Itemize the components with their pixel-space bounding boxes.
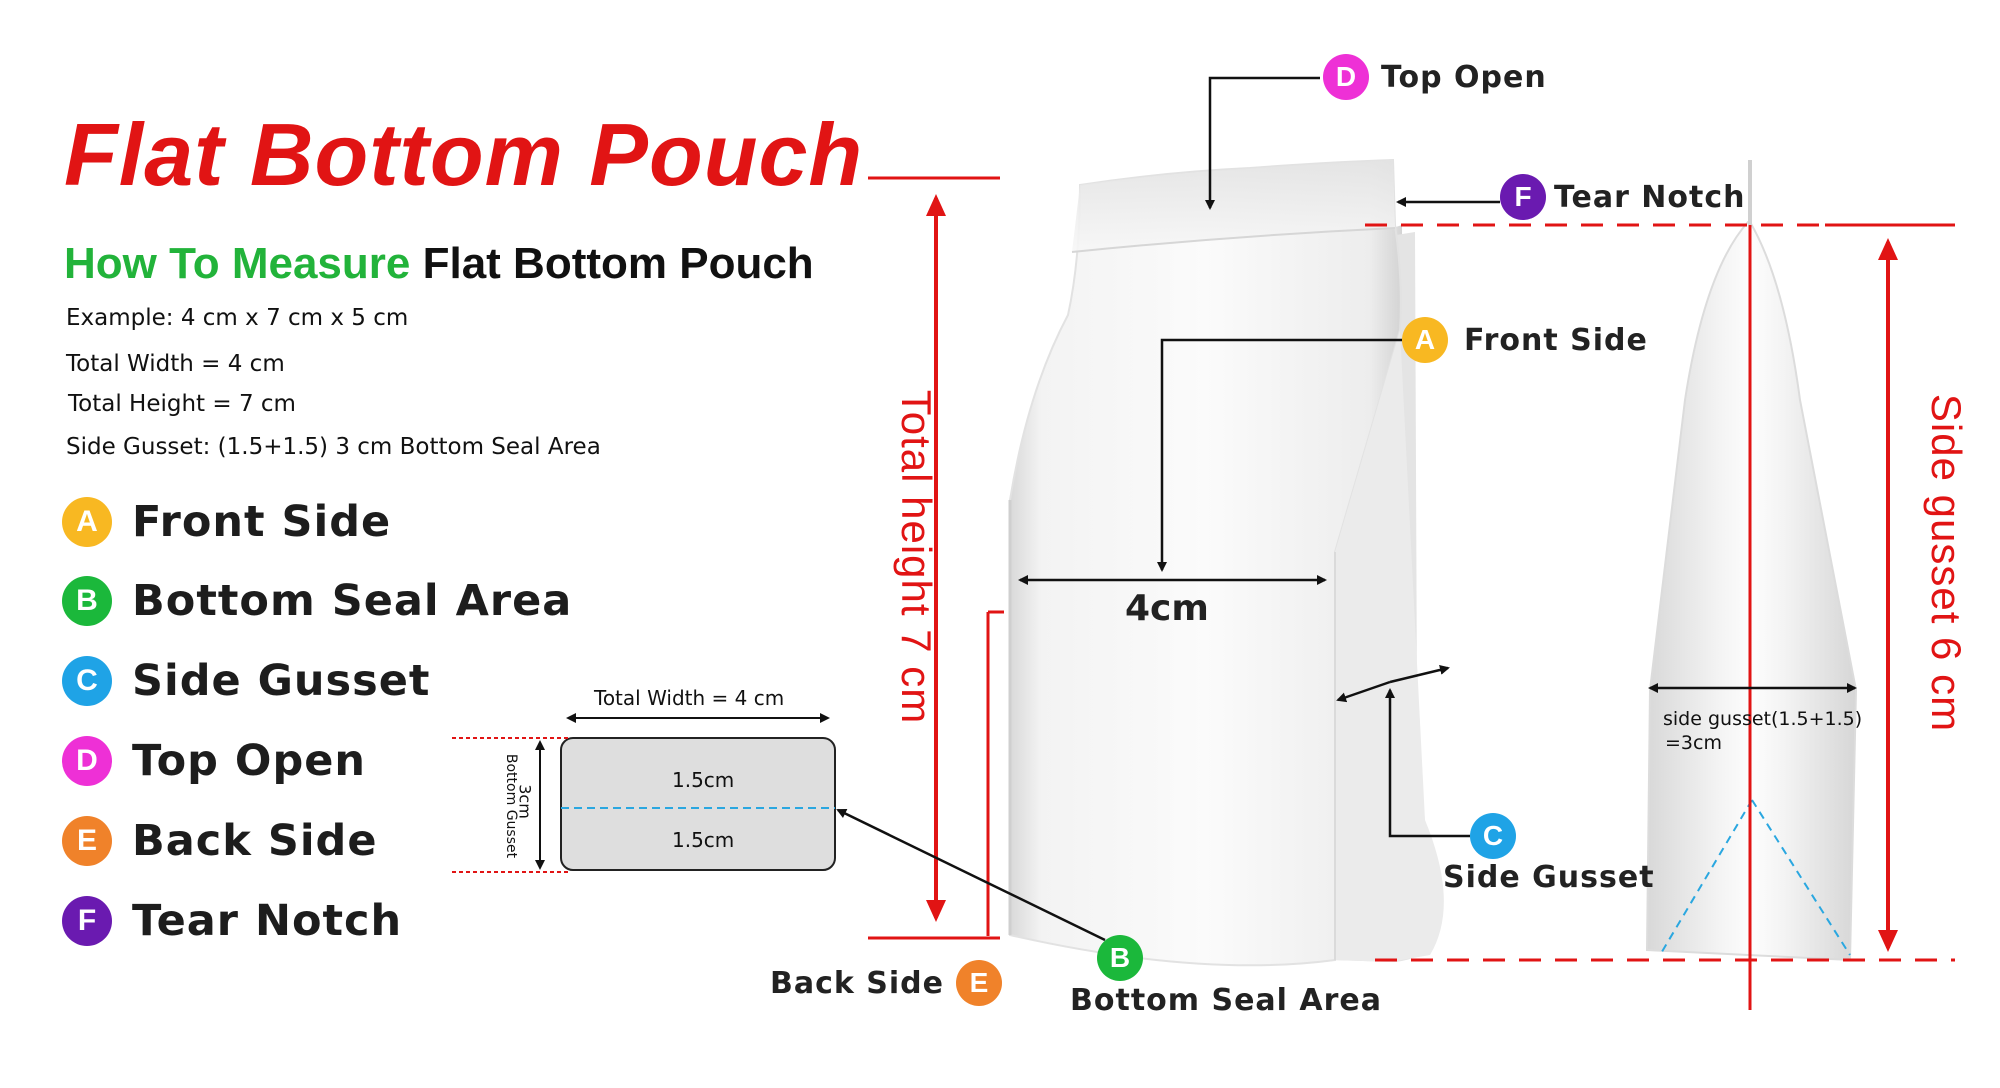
example-dimensions: Example: 4 cm x 7 cm x 5 cm <box>66 305 409 331</box>
legend-item-front-side: A Front Side <box>62 494 391 550</box>
callout-top-open: D Top Open <box>1323 54 1547 100</box>
legend-badge-b: B <box>62 576 112 626</box>
example-side-gusset: Side Gusset: (1.5+1.5) 3 cm Bottom Seal … <box>66 434 601 460</box>
callout-tear-notch: F Tear Notch <box>1500 174 1746 220</box>
example-total-width: Total Width = 4 cm <box>66 351 285 377</box>
main-pouch <box>1008 158 1444 967</box>
callout-label-bottom-seal: Bottom Seal Area <box>1070 983 1383 1018</box>
callout-label-side-gusset: Side Gusset <box>1443 860 1655 895</box>
leader-lines <box>836 76 1857 942</box>
callout-badge-d: D <box>1323 54 1369 100</box>
callout-back-side: Back Side E <box>770 960 1002 1006</box>
callout-bottom-seal-badge-wrap: B <box>1097 935 1143 981</box>
callout-badge-c: C <box>1470 813 1516 859</box>
legend-badge-f: F <box>62 896 112 946</box>
small-total-width-label: Total Width = 4 cm <box>594 686 785 710</box>
legend-label-back-side: Back Side <box>132 816 378 866</box>
width-measurement-label: 4cm <box>1125 588 1209 629</box>
bottom-gusset-diagram <box>452 713 836 873</box>
total-height-label: Total height 7 cm <box>893 389 940 725</box>
legend-badge-c: C <box>62 656 112 706</box>
subtitle-highlight: How To Measure <box>64 239 411 288</box>
legend-badge-d: D <box>62 736 112 786</box>
example-total-height: Total Height = 7 cm <box>68 391 296 417</box>
callout-label-top-open: Top Open <box>1381 59 1547 95</box>
subtitle: How To Measure Flat Bottom Pouch <box>64 238 814 290</box>
legend-badge-a: A <box>62 497 112 547</box>
callout-badge-e: E <box>956 960 1002 1006</box>
legend-label-side-gusset: Side Gusset <box>132 656 431 706</box>
side-gusset-width-line2: =3cm <box>1665 732 1722 754</box>
callout-label-front-side: Front Side <box>1464 322 1648 358</box>
callout-label-back-side: Back Side <box>770 965 944 1001</box>
callout-label-tear-notch: Tear Notch <box>1554 179 1746 215</box>
side-gusset-height-label: Side gusset 6 cm <box>1923 393 1970 733</box>
legend-item-side-gusset: C Side Gusset <box>62 653 430 709</box>
legend-badge-e: E <box>62 816 112 866</box>
legend-item-top-open: D Top Open <box>62 733 366 789</box>
small-side-label: Bottom Gusset <box>503 753 519 859</box>
subtitle-rest: Flat Bottom Pouch <box>422 239 814 288</box>
main-title: Flat Bottom Pouch <box>64 105 864 204</box>
legend-item-back-side: E Back Side <box>62 813 378 869</box>
legend-item-bottom-seal-area: B Bottom Seal Area <box>62 573 572 629</box>
small-lower-label: 1.5cm <box>672 828 735 852</box>
callout-badge-a: A <box>1402 317 1448 363</box>
legend-label-tear-notch: Tear Notch <box>132 896 403 946</box>
side-gusset-width-line1: side gusset(1.5+1.5) <box>1663 708 1863 730</box>
legend-label-top-open: Top Open <box>132 736 367 786</box>
legend-item-tear-notch: F Tear Notch <box>62 893 402 949</box>
callout-side-gusset-badge-wrap: C <box>1470 813 1516 859</box>
small-upper-label: 1.5cm <box>672 768 735 792</box>
callout-badge-b: B <box>1097 935 1143 981</box>
legend-label-front-side: Front Side <box>132 497 392 547</box>
callout-badge-f: F <box>1500 174 1546 220</box>
legend-label-bottom-seal-area: Bottom Seal Area <box>132 576 573 626</box>
callout-front-side: A Front Side <box>1402 317 1648 363</box>
